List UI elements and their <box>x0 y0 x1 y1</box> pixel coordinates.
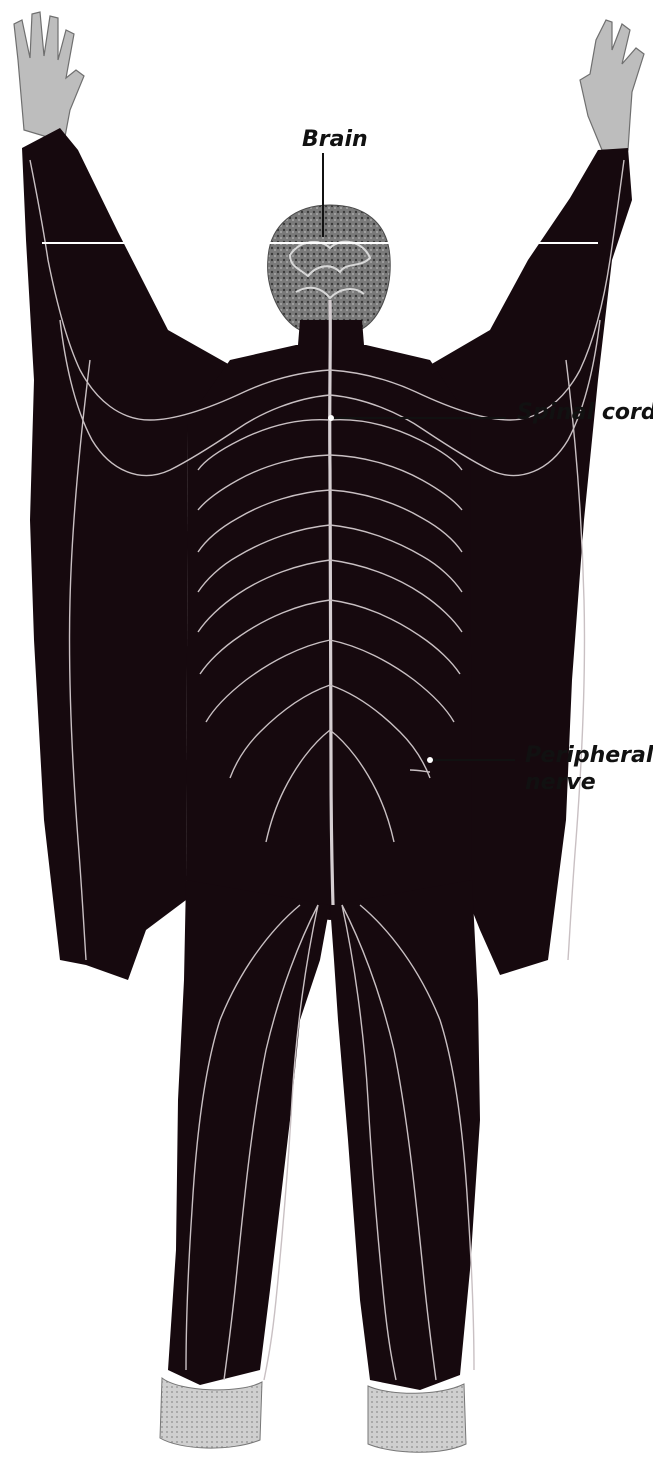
right-shoe <box>368 1384 466 1452</box>
left-shoe <box>160 1378 262 1448</box>
label-peripheral-nerve-line1: Peripheral <box>525 743 653 768</box>
right-hand <box>580 20 644 150</box>
label-brain: Brain <box>302 127 368 152</box>
left-hand <box>14 12 84 142</box>
label-spinal-cord: Spinal cord <box>517 400 653 425</box>
label-peripheral-nerve-line2: nerve <box>525 770 596 795</box>
spinal-cord-pointer-dot <box>328 415 334 421</box>
peripheral-nerve-pointer-dot <box>427 757 433 763</box>
